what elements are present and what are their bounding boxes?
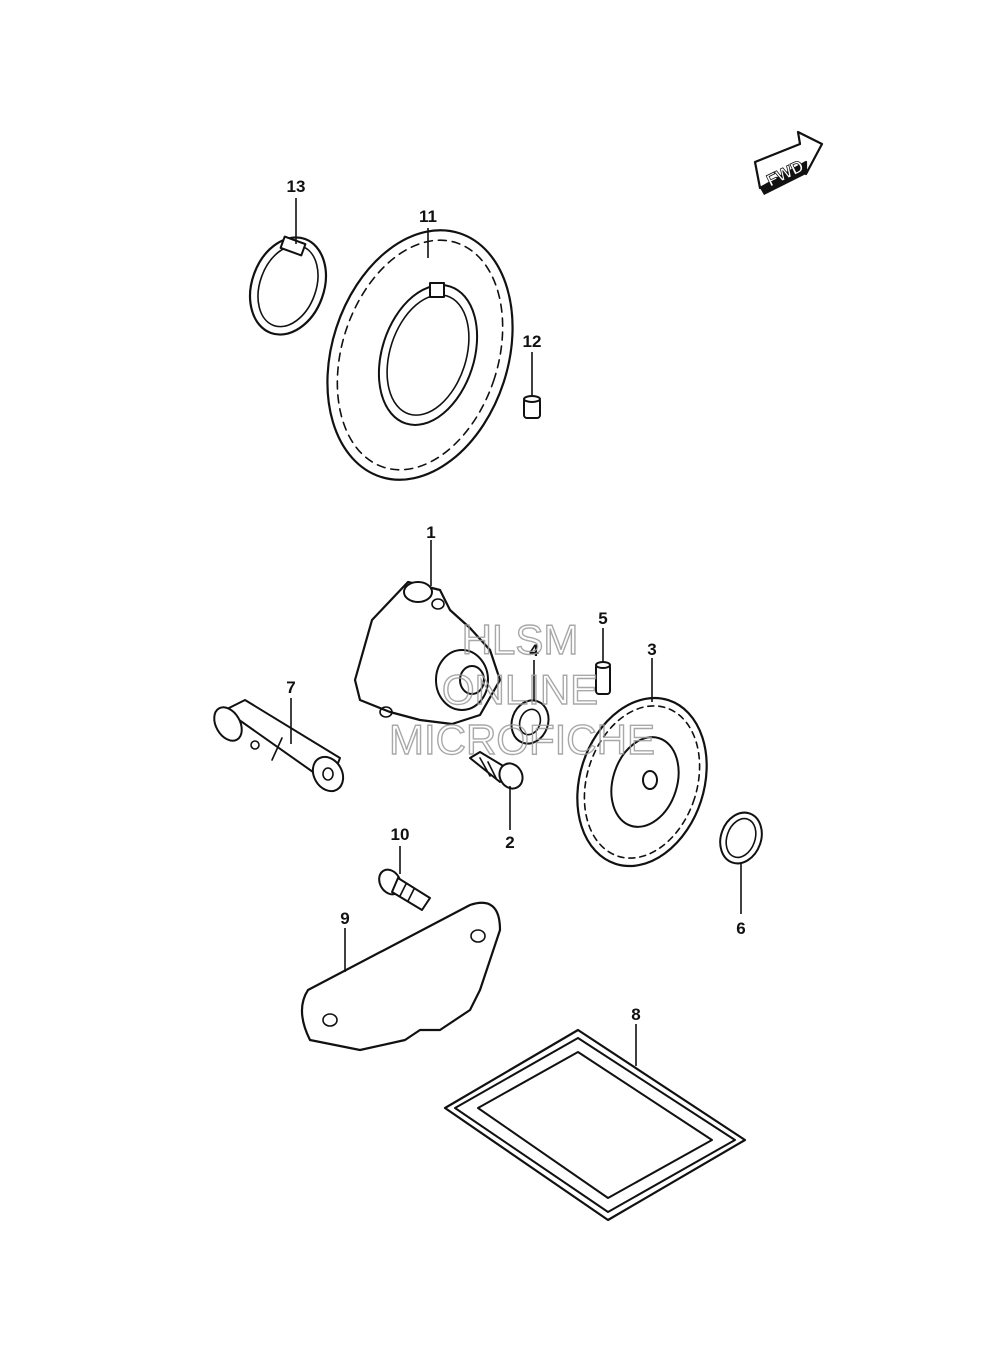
fwd-arrow: FWD [753, 130, 824, 195]
callout-6: 6 [736, 919, 745, 938]
callouts: 13 11 12 1 5 4 3 7 2 6 10 9 8 [286, 177, 745, 1024]
callout-10: 10 [391, 825, 410, 844]
part-4-washer [510, 699, 550, 745]
part-3-gear [576, 696, 708, 868]
callout-3: 3 [647, 640, 656, 659]
callout-4: 4 [529, 641, 539, 660]
callout-8: 8 [631, 1005, 640, 1024]
watermark-line2: ONLINE [442, 666, 598, 713]
callout-11: 11 [419, 207, 437, 226]
part-11-gear [326, 229, 514, 481]
part-7-shaft [213, 699, 345, 793]
callout-1: 1 [426, 523, 435, 542]
part-1-pump-body [353, 580, 502, 726]
part-6-circlip [719, 811, 763, 865]
callout-13: 13 [287, 177, 306, 196]
callout-12: 12 [523, 332, 542, 351]
watermark-line3: MICROFICHE [389, 716, 655, 763]
callout-5: 5 [598, 609, 607, 628]
part-2-bolt [469, 751, 524, 790]
part-8-filter [443, 1028, 747, 1222]
part-12-pin [523, 395, 541, 419]
callout-2: 2 [505, 833, 514, 852]
watermark-line1: HLSM [462, 616, 579, 663]
part-9-plate [300, 901, 502, 1052]
callout-9: 9 [340, 909, 349, 928]
watermark: HLSM ONLINE MICROFICHE [388, 615, 655, 763]
callout-7: 7 [286, 678, 295, 697]
part-5-pin [595, 661, 611, 695]
part-13-circlip [248, 235, 328, 336]
part-10-bolt [378, 868, 431, 911]
leader-lines [290, 198, 742, 1066]
